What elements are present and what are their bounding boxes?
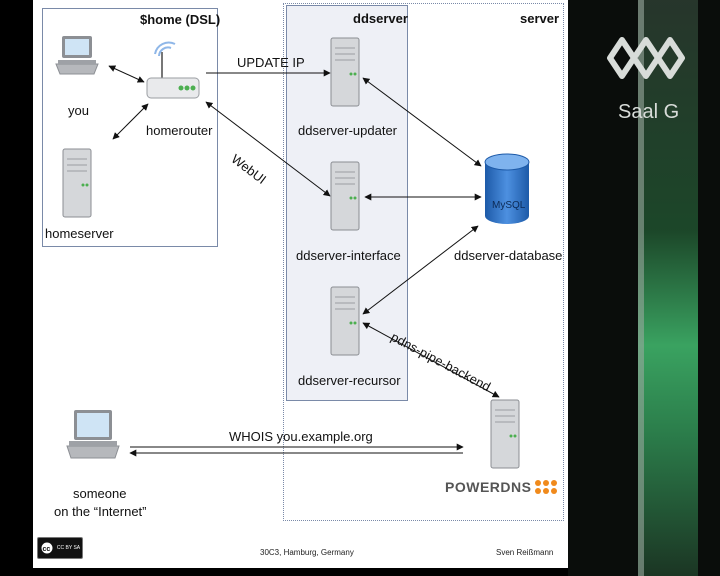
- laptop-icon: [66, 410, 120, 459]
- laptop-icon: [55, 36, 99, 75]
- edge-updater-db: [362, 77, 482, 167]
- group-server-label: server: [520, 11, 560, 26]
- light-column-edge: [638, 0, 644, 576]
- footer-event: 30C3, Hamburg, Germany: [260, 548, 354, 557]
- node-label-ddserver-database: ddserver-database: [454, 248, 563, 263]
- server-icon: [330, 161, 360, 231]
- powerdns-dots-icon: [535, 480, 558, 494]
- database-icon: MySQL: [484, 153, 530, 224]
- light-column: [638, 0, 698, 576]
- server-icon: [330, 286, 360, 356]
- edge-label-update-ip: UPDATE IP: [237, 55, 305, 70]
- node-label-someone-2: on the “Internet”: [54, 504, 147, 519]
- edge-webui: [205, 101, 331, 197]
- server-icon: [330, 37, 360, 107]
- svg-text:cc: cc: [42, 546, 50, 553]
- group-server-box: [283, 3, 564, 521]
- group-home-label: $home (DSL): [140, 12, 221, 27]
- edge-router-homeserver: [112, 103, 149, 140]
- slide: $home (DSL) server ddserver UPDATE IP We…: [33, 0, 568, 568]
- powerdns-logo: POWERDNS: [445, 478, 558, 496]
- node-label-someone-1: someone: [73, 486, 127, 501]
- cc-license-badge: cc CC BY SA: [37, 537, 83, 559]
- ccc-logo-icon: [607, 37, 685, 79]
- node-label-you: you: [68, 103, 89, 118]
- powerdns-logo-text: POWERDNS: [445, 479, 532, 495]
- node-label-homeserver: homeserver: [45, 226, 114, 241]
- server-icon: [62, 148, 92, 218]
- edge-label-whois: WHOIS you.example.org: [229, 429, 373, 444]
- edge-db-recursor: [362, 225, 479, 315]
- node-label-ddserver-recursor: ddserver-recursor: [298, 373, 401, 388]
- edges-layer: [108, 65, 500, 457]
- node-label-homerouter: homerouter: [146, 123, 213, 138]
- node-label-ddserver-interface: ddserver-interface: [296, 248, 401, 263]
- router-icon: [146, 41, 200, 99]
- group-ddserver-label: ddserver: [353, 11, 408, 26]
- room-label: Saal G: [618, 101, 680, 123]
- node-label-ddserver-updater: ddserver-updater: [298, 123, 397, 138]
- cc-icon: cc: [40, 541, 54, 555]
- edge-recursor-powerdns: [362, 322, 500, 398]
- svg-text:MySQL: MySQL: [492, 200, 526, 211]
- cc-license-text: CC BY SA: [56, 545, 81, 551]
- footer-author: Sven Reißmann: [496, 548, 554, 557]
- video-background: Saal G: [568, 0, 720, 576]
- edge-you-router: [108, 65, 145, 83]
- server-icon: [490, 399, 520, 469]
